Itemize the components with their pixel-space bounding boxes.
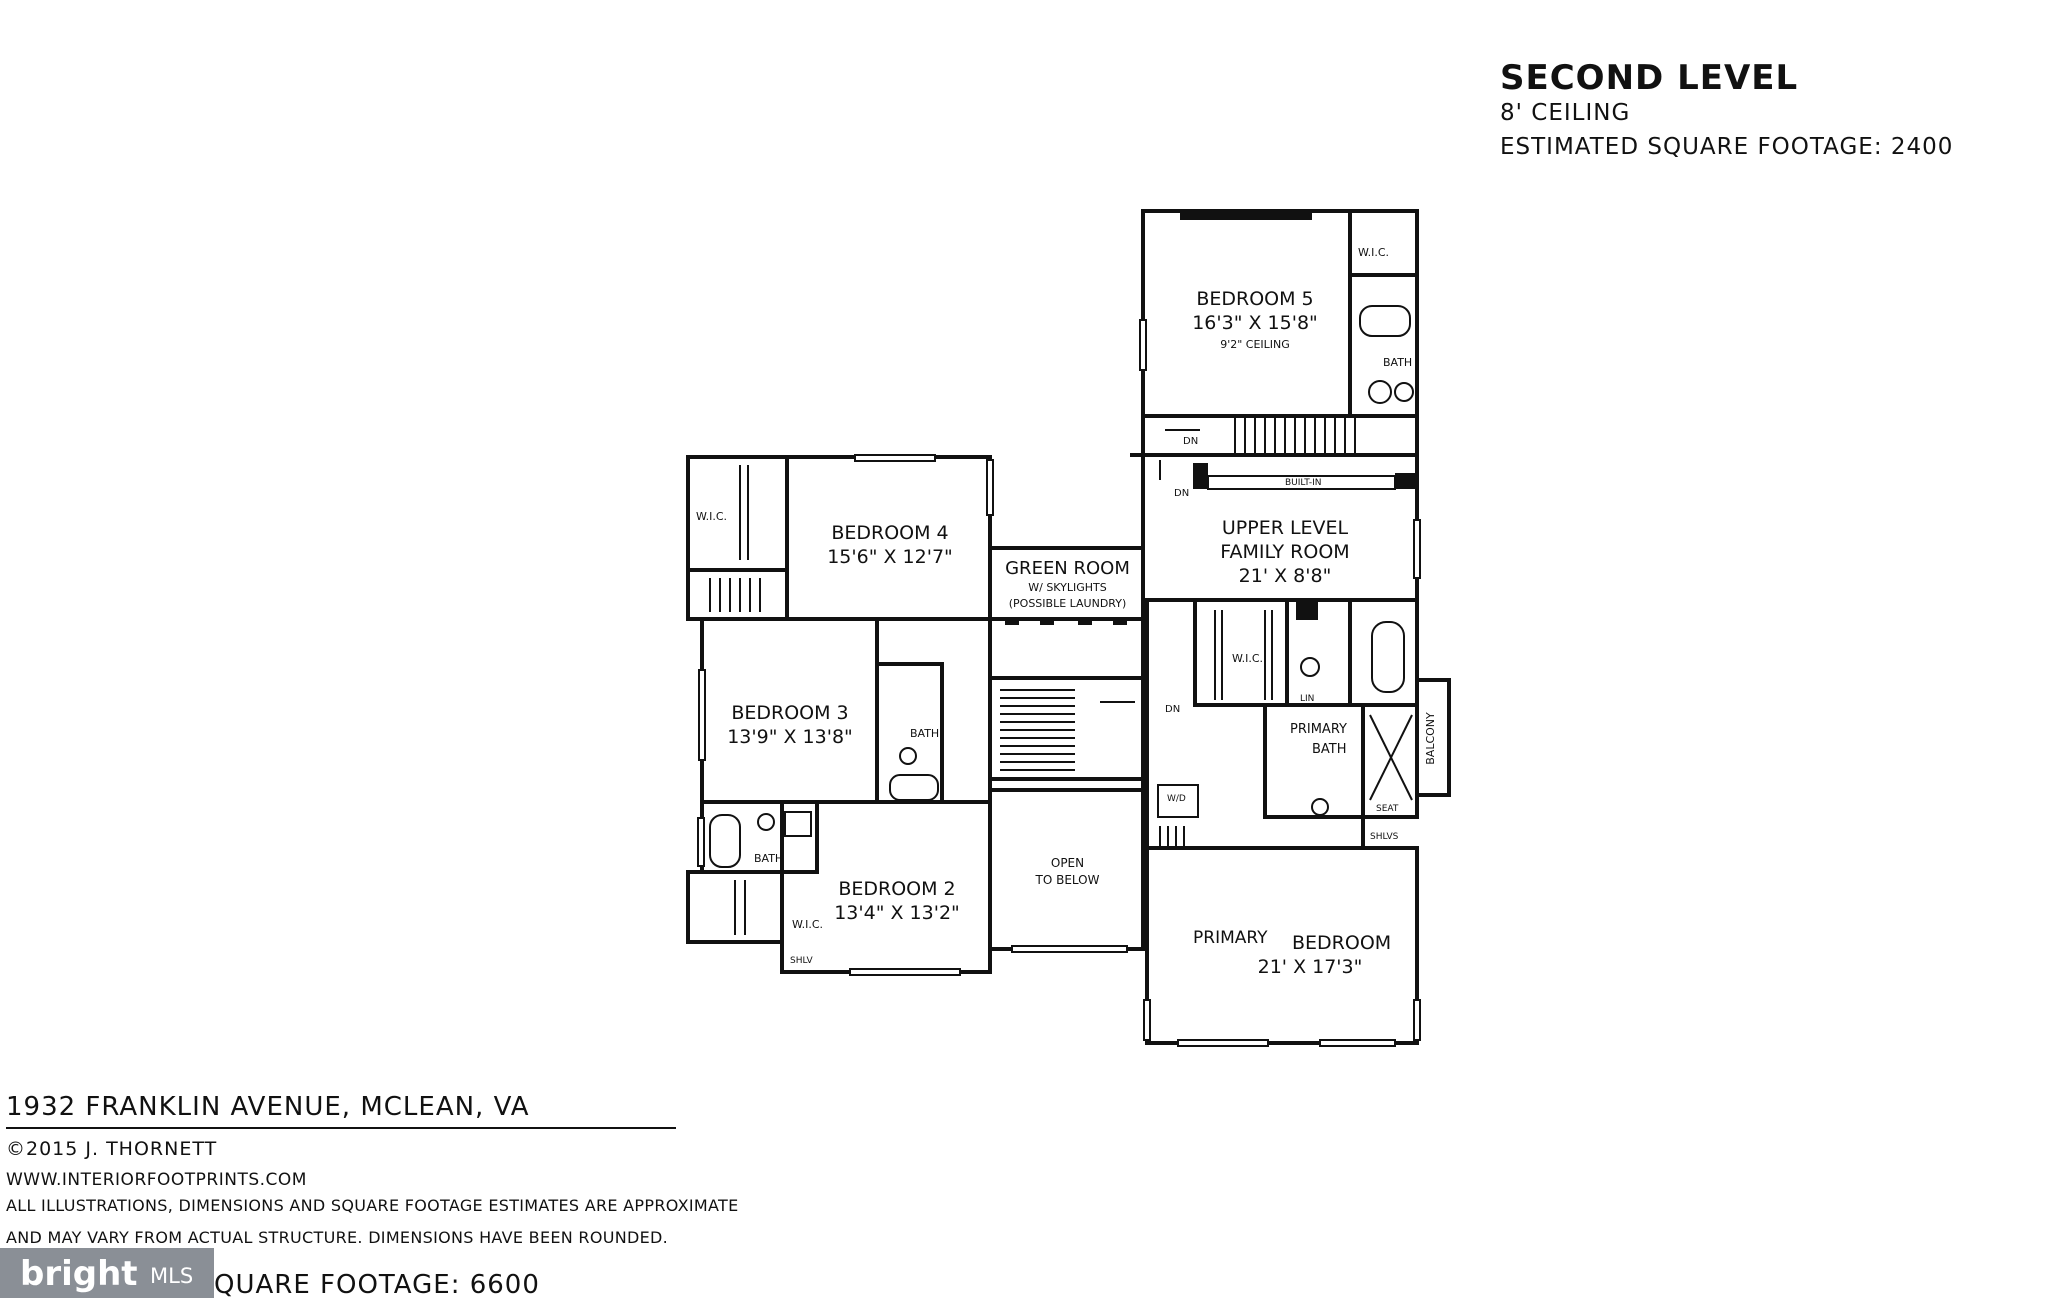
balcony-label: BALCONY	[1423, 712, 1437, 765]
toilet-b2	[757, 813, 775, 831]
seat-label: SEAT	[1376, 804, 1399, 814]
green-room-note1: W/ SKYLIGHTS	[1028, 581, 1107, 594]
stair-treads-main	[1000, 689, 1075, 779]
bedroom5-ceiling: 9'2" CEILING	[1220, 338, 1290, 351]
open-below-line2: TO BELOW	[1035, 873, 1100, 887]
closet-lines	[709, 465, 1273, 935]
tub-b5	[1359, 305, 1411, 337]
accent-walls	[1005, 211, 1415, 625]
built-in-label: BUILT-IN	[1285, 478, 1322, 488]
dn-family-label: DN	[1174, 488, 1190, 499]
wall-primary-wic	[1193, 598, 1289, 707]
windows	[697, 319, 1421, 1047]
wall-tub	[1348, 598, 1419, 707]
wall-wic-b4	[686, 455, 789, 621]
mls-logo-text: MLS	[150, 1264, 194, 1288]
shower-x2	[1369, 714, 1413, 801]
stair-treads-upper	[1234, 416, 1356, 455]
primary-bedroom-dims: 21' X 17'3"	[1257, 956, 1363, 978]
bedroom3-dims: 13'9" X 13'8"	[727, 726, 853, 748]
sink-b5	[1368, 380, 1392, 404]
bedroom3-label: BEDROOM 3	[731, 702, 849, 724]
bedroom2-label: BEDROOM 2	[838, 878, 956, 900]
open-below-line1: OPEN	[1050, 856, 1085, 870]
total-sqft: QUARE FOOTAGE: 6600	[214, 1270, 540, 1300]
wic-b5-label: W.I.C.	[1358, 246, 1390, 259]
bright-mls-watermark	[0, 1248, 214, 1298]
green-room-skylight-3	[1078, 618, 1092, 625]
bedroom4-label: BEDROOM 4	[831, 522, 949, 544]
bath-b3-label: BATH	[910, 727, 940, 740]
wic-b2-label: W.I.C.	[792, 918, 824, 931]
shlvs-label: SHLVS	[1370, 832, 1399, 842]
wall-balcony	[1415, 678, 1451, 797]
bright-logo-text: bright	[20, 1254, 138, 1294]
disclaimer-line2: AND MAY VARY FROM ACTUAL STRUCTURE. DIME…	[6, 1228, 669, 1247]
wic-primary-label: W.I.C.	[1232, 652, 1264, 665]
shlv-b2-label: SHLV	[790, 956, 813, 966]
family-room-dims: 21' X 8'8"	[1238, 565, 1332, 587]
bedroom5-dims: 16'3" X 15'8"	[1192, 312, 1318, 334]
sink-primary	[1311, 798, 1329, 816]
green-room-skylight-4	[1113, 618, 1127, 625]
bedroom2-dims: 13'4" X 13'2"	[834, 902, 960, 924]
tub-b3	[889, 774, 939, 801]
website-link[interactable]: WWW.INTERIORFOOTPRINTS.COM	[6, 1170, 307, 1190]
toilet-b5	[1394, 382, 1414, 402]
family-room-line2: FAMILY ROOM	[1220, 541, 1350, 563]
toilet-b3	[899, 747, 917, 765]
stair-arrows	[1100, 429, 1200, 703]
estimated-sqft: ESTIMATED SQUARE FOOTAGE: 2400	[1500, 134, 1954, 160]
primary-bath-line2: BATH	[1312, 742, 1347, 757]
wd-label: W/D	[1167, 794, 1186, 804]
green-room-note2: (POSSIBLE LAUNDRY)	[1008, 597, 1127, 610]
bedroom5-label: BEDROOM 5	[1196, 288, 1314, 310]
family-room-line1: UPPER LEVEL	[1221, 517, 1349, 539]
wic-b4-label: W.I.C.	[696, 510, 728, 523]
toilet-primary	[1300, 657, 1320, 677]
wic-bar	[1296, 600, 1318, 620]
green-room-label: GREEN ROOM	[1005, 558, 1130, 579]
washer-dryer	[1157, 784, 1199, 818]
dn-upper-label: DN	[1183, 436, 1199, 447]
green-room-skylight-2	[1040, 618, 1054, 625]
property-address: 1932 FRANKLIN AVENUE, MCLEAN, VA	[6, 1092, 530, 1122]
disclaimer-line1: ALL ILLUSTRATIONS, DIMENSIONS AND SQUARE…	[6, 1196, 739, 1215]
level-title: SECOND LEVEL	[1500, 58, 1799, 98]
fixtures	[709, 305, 1414, 868]
primary-bath-line1: PRIMARY	[1290, 722, 1347, 737]
dn-main-label: DN	[1165, 704, 1181, 715]
lin-label: LIN	[1300, 694, 1315, 704]
primary-bedroom-label2: BEDROOM	[1292, 932, 1392, 954]
copyright-text: ©2015 J. THORNETT	[6, 1138, 218, 1160]
built-in-counter	[1207, 475, 1396, 490]
built-in-right-bar	[1395, 473, 1415, 489]
bedroom4-dims: 15'6" X 12'7"	[827, 546, 953, 568]
wall-bedroom5-bath	[1348, 209, 1419, 418]
bath-b5-label: BATH	[1383, 356, 1413, 369]
address-underline	[6, 1127, 676, 1129]
tub-b2	[709, 814, 741, 868]
primary-bedroom-label1: PRIMARY	[1193, 928, 1268, 948]
bedroom5-header-bar	[1180, 211, 1312, 220]
built-in-left-bar	[1193, 463, 1208, 489]
sink-b2	[784, 811, 812, 837]
green-room-skylight-1	[1005, 618, 1019, 625]
ceiling-height: 8' CEILING	[1500, 100, 1631, 126]
bath-b2-label: BATH	[754, 852, 784, 865]
tub-primary	[1371, 621, 1405, 693]
wall-stair	[988, 676, 1145, 792]
wall-primary-bedroom	[1145, 846, 1419, 1045]
